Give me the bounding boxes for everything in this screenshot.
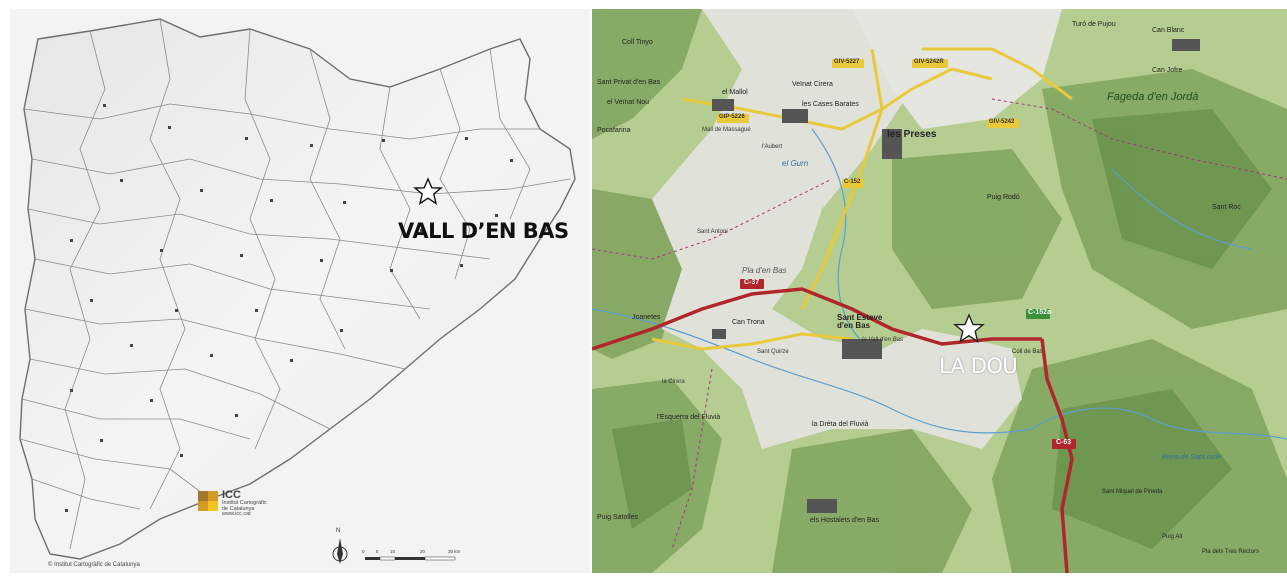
settlements [712, 39, 1200, 513]
place-name: la Vall d'en Bas [862, 337, 903, 343]
place-name: Sant Esteve d'en Bas [837, 313, 883, 330]
place-name: Can Jofre [1152, 67, 1183, 74]
catalonia-overview-map: VALL D’EN BAS ICC Institut Cartogràfic d… [10, 9, 590, 573]
road-label: C-152 [844, 179, 861, 185]
topographic-map-graphic [592, 9, 1287, 573]
icc-logo-text: ICC Institut Cartogràfic de Catalunya ww… [222, 490, 267, 518]
vall-den-bas-star-icon [413, 177, 443, 206]
place-name: Riera de Sant Iscle [1162, 454, 1222, 461]
catalonia-map-graphic [10, 9, 590, 573]
icc-line2: de Catalunya [222, 505, 255, 512]
road-label: C-152a [1028, 309, 1051, 316]
rivers [592, 128, 1287, 440]
scale-tick: 5 [376, 549, 379, 554]
topographic-detail-map: LA DOU C-37 C-63 C-152a GIV-5227 GIV-524… [592, 9, 1287, 573]
north-arrow-icon [332, 538, 348, 564]
place-name: l'Esquerra del Fluvià [657, 414, 721, 421]
place-name: Sant Quirze [757, 349, 789, 355]
place-name: els Hostalets d'en Bas [810, 517, 880, 524]
place-name: l'Aubert [762, 144, 783, 150]
icc-abbr: ICC [222, 489, 241, 501]
place-name: el Veïnat Nou [607, 99, 650, 106]
north-label: N [336, 528, 341, 534]
place-name: Puig Satolles [597, 514, 638, 521]
road-label: GIV-5242R [914, 59, 944, 65]
road-shields [717, 59, 1076, 449]
place-name: la Cirera [662, 379, 685, 385]
road-label: C-63 [1056, 439, 1072, 446]
place-name: Sant Roc [1212, 204, 1241, 211]
place-name: el Gurn [782, 159, 809, 168]
scale-tick: 10 [390, 549, 396, 554]
place-name: Joanetes [632, 314, 661, 321]
road-label: GIV-5242 [989, 119, 1015, 125]
place-name: el Mallol [722, 89, 748, 96]
place-name: Sant Miquel de Pineda [1102, 489, 1163, 495]
road-label: GIV-5227 [834, 59, 860, 65]
place-name: Turó de Pujou [1072, 21, 1116, 28]
site-label: LA DOU [939, 354, 1018, 378]
comarca-capitals [65, 104, 513, 512]
place-name: Sant Privat d'en Bas [597, 79, 661, 86]
place-name: la Drèta del Fluvià [812, 421, 869, 428]
place-name: Can Blanc [1152, 27, 1185, 34]
scale-tick: 30 km [448, 549, 461, 554]
scale-tick: 0 [362, 549, 365, 554]
copyright-text: © Institut Cartogràfic de Catalunya [48, 562, 140, 568]
place-name: Fageda d'en Jordà [1107, 91, 1199, 103]
comarca-boundaries [19, 18, 571, 550]
place-name: Pocafarina [597, 127, 631, 134]
icc-line1: Institut Cartogràfic [222, 500, 267, 506]
place-name: Mall de Massagué [702, 127, 751, 133]
trails [592, 98, 1287, 550]
place-name: Can Trona [732, 319, 765, 326]
icc-logo-icon [198, 491, 218, 511]
secondary-roads [651, 47, 1073, 351]
forest-dark [612, 109, 1272, 549]
place-name: Coll Tinyo [622, 39, 653, 46]
place-name: Coll de Bas [1012, 349, 1043, 355]
place-name: Puig Alt [1162, 534, 1183, 540]
place-name: Sant Antoni [697, 229, 728, 235]
place-name: Veïnat Cirera [792, 81, 833, 88]
place-name: Pla dels Tres Rectors [1202, 549, 1260, 555]
place-name: Puig Rodó [987, 194, 1020, 201]
place-name: les Cases Barates [802, 101, 859, 108]
scale-bar [365, 556, 456, 561]
road-label: C-37 [744, 279, 760, 286]
scale-tick: 20 [420, 549, 426, 554]
icc-url: www.icc.cat [222, 511, 251, 517]
catalonia-outline [19, 18, 576, 560]
la-dou-star-icon [953, 313, 985, 343]
road-label: GIP-5226 [719, 114, 745, 120]
region-label: VALL D’EN BAS [398, 219, 569, 243]
place-name: les Preses [887, 129, 937, 140]
place-name: Pla d'en Bas [742, 266, 787, 275]
